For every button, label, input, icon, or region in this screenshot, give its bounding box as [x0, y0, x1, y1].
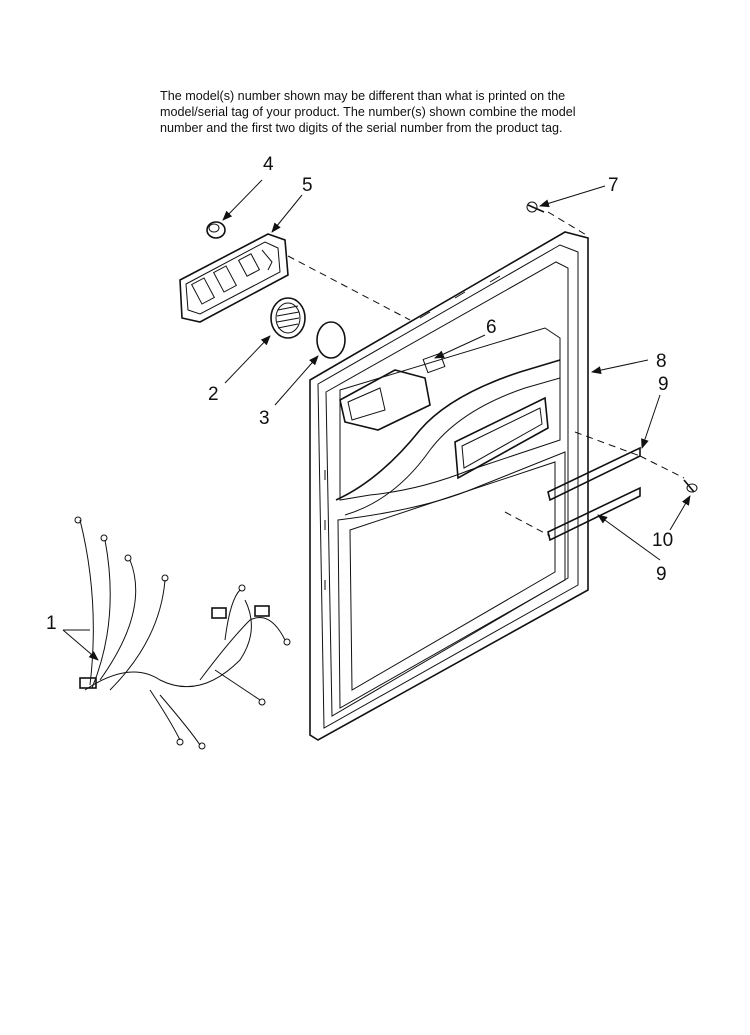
callout-9-upper: 9 [658, 374, 669, 395]
callout-5: 5 [302, 175, 313, 196]
note-line-1: The model(s) number shown may be differe… [160, 89, 566, 103]
leader-lines [62, 179, 691, 661]
callout-2: 2 [208, 384, 219, 405]
strip-screw [683, 479, 698, 493]
model-number-note: The model(s) number shown may be differe… [160, 88, 630, 136]
callout-4: 4 [263, 154, 274, 175]
callout-3: 3 [259, 408, 270, 429]
callout-6: 6 [486, 317, 497, 338]
assembly-lines [287, 211, 685, 537]
callout-10: 10 [652, 530, 673, 551]
control-module [179, 233, 289, 323]
vent-gasket [316, 321, 346, 359]
upper-trim-strip [547, 446, 641, 502]
inner-door-panel [309, 231, 589, 741]
note-line-3: number and the first two digits of the s… [160, 121, 563, 135]
door-screw [526, 201, 545, 213]
vent-assembly [339, 352, 446, 431]
callout-7: 7 [608, 175, 619, 196]
vent-grille [270, 297, 306, 339]
wire-harness [74, 516, 291, 750]
lower-trim-strip [547, 486, 641, 542]
callout-8: 8 [656, 351, 667, 372]
note-line-2: model/serial tag of your product. The nu… [160, 105, 576, 119]
callout-9-lower: 9 [656, 564, 667, 585]
selector-knob [206, 221, 226, 239]
callout-1: 1 [46, 613, 57, 634]
